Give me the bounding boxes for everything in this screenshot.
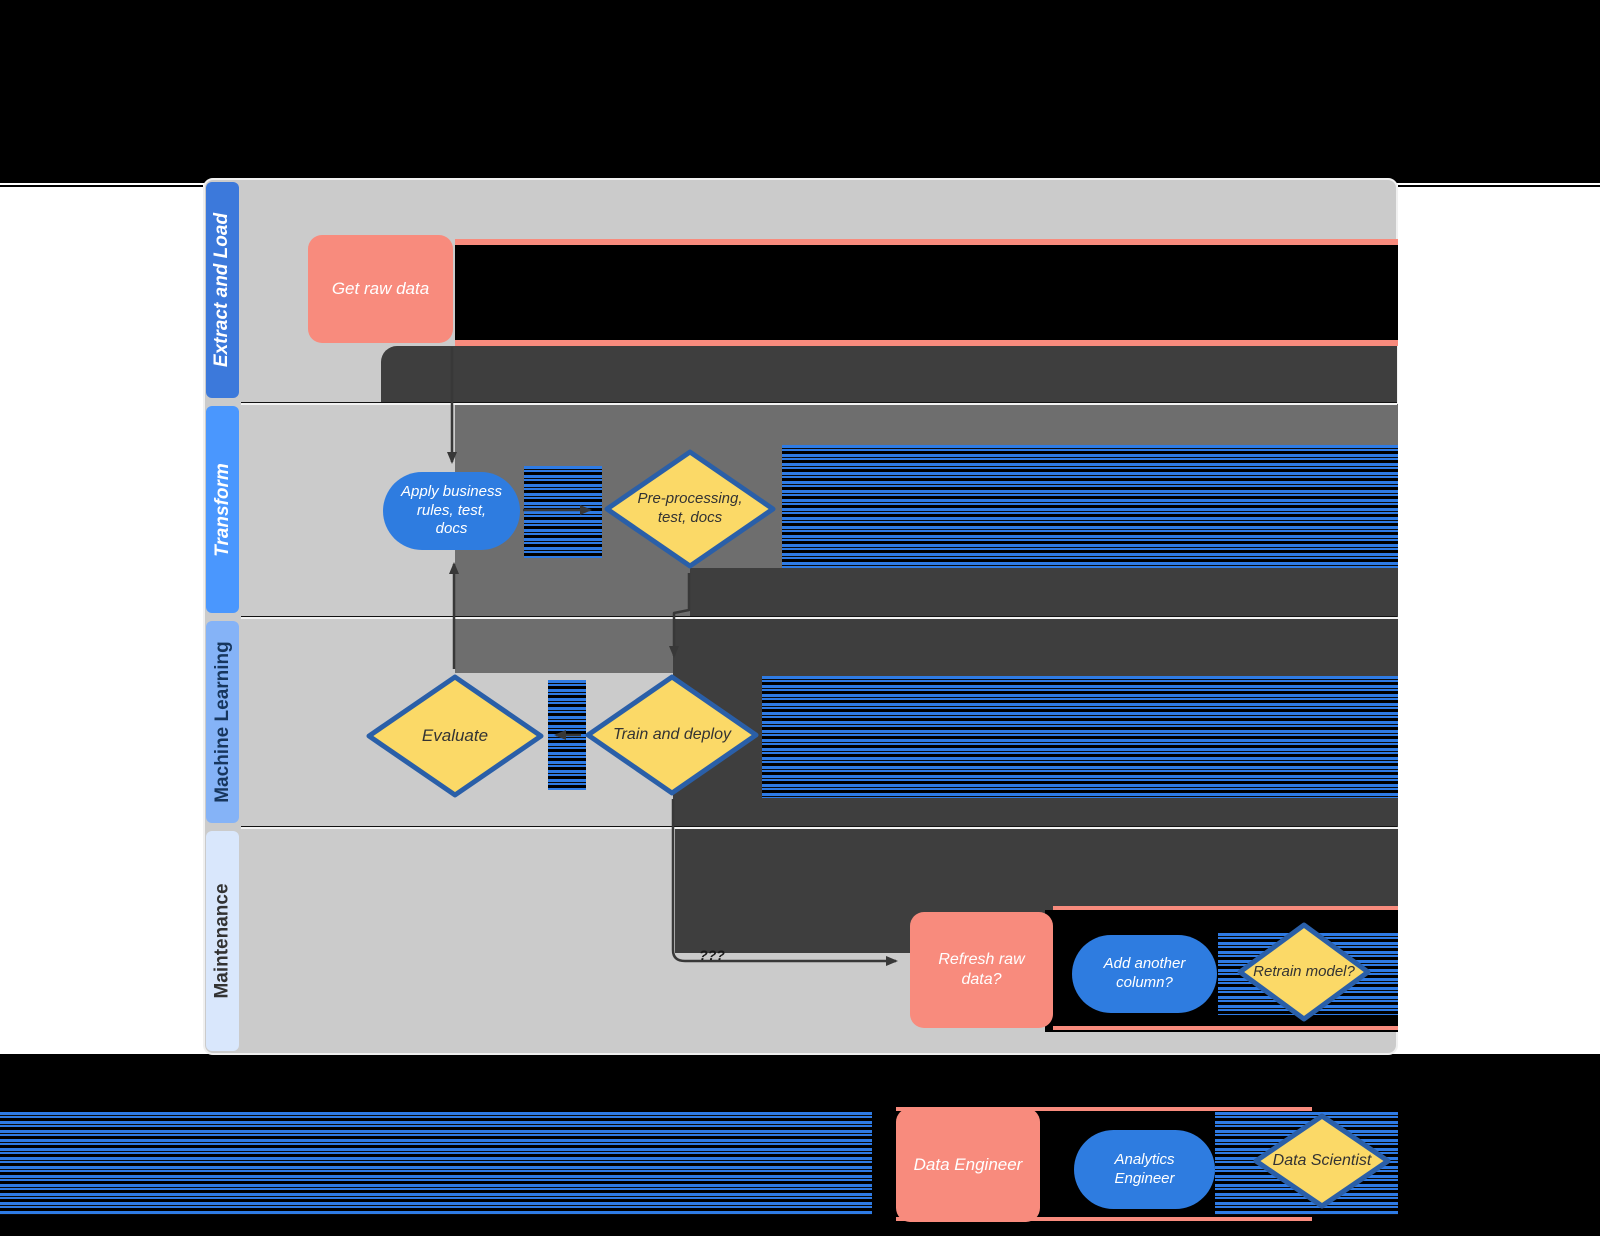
glitch-charcoal-strip-lane2 <box>690 568 1398 617</box>
node-apply-business-rules: Apply business rules, test, docs <box>383 472 520 550</box>
left-margin-line <box>0 185 203 187</box>
glitch-salmon-stripe-legend <box>896 1217 1312 1221</box>
glitch-blue-stripes-lane2-left <box>524 466 602 558</box>
node-pre-processing: Pre-processing, test, docs <box>603 448 777 570</box>
lane-separator <box>241 402 1397 405</box>
lane-label-text: Extract and Load <box>211 212 233 368</box>
glitch-blue-stripes-lane2 <box>782 445 1398 568</box>
node-label: Evaluate <box>421 726 489 746</box>
node-refresh-raw-data: Refresh raw data? <box>910 912 1053 1028</box>
lane-label-text: Maintenance <box>211 883 233 999</box>
legend-label: Data Scientist <box>1272 1152 1372 1169</box>
glitch-black-block-lane1 <box>455 245 1398 340</box>
node-label: Get raw data <box>331 279 430 299</box>
glitch-salmon-stripe <box>1053 1026 1398 1030</box>
node-label: Apply business rules, test, docs <box>401 482 502 538</box>
node-add-another-column: Add another column? <box>1072 935 1217 1013</box>
lane-label-maintenance: Maintenance <box>206 831 239 1051</box>
legend-label: Data Engineer <box>913 1155 1023 1175</box>
node-label: Pre-processing, test, docs <box>637 490 743 526</box>
glitch-charcoal-block-lane1 <box>381 346 1397 404</box>
diamond-shape <box>585 674 759 796</box>
lane-label-transform: Transform <box>206 406 239 613</box>
top-black-band <box>0 0 1600 183</box>
diamond-shape <box>366 674 544 798</box>
glitch-salmon-stripe <box>1053 906 1398 910</box>
legend-label: Analytics Engineer <box>1114 1150 1175 1187</box>
node-retrain-model: Retrain model? <box>1236 921 1372 1023</box>
legend-analytics-engineer: Analytics Engineer <box>1074 1130 1215 1209</box>
lane-separator <box>241 826 1397 829</box>
node-evaluate: Evaluate <box>365 673 545 799</box>
diamond-shape <box>1237 922 1371 1022</box>
diamond-shape <box>604 449 776 569</box>
lane-label-extract-and-load: Extract and Load <box>206 182 239 398</box>
connector-question-label: ??? <box>699 947 725 963</box>
lane-label-text: Machine Learning <box>211 641 233 803</box>
node-train-and-deploy: Train and deploy <box>584 673 760 797</box>
glitch-salmon-stripe <box>455 239 1398 245</box>
lane-label-text: Transform <box>211 462 233 557</box>
node-label: Refresh raw data? <box>938 951 1025 988</box>
node-label: Add another column? <box>1103 955 1186 991</box>
glitch-gray-block-lane3 <box>455 619 673 673</box>
lane-separator <box>241 616 1397 619</box>
lane-label-machine-learning: Machine Learning <box>206 621 239 823</box>
node-label: Retrain model? <box>1253 962 1355 980</box>
glitch-blue-stripes-lane3 <box>762 676 1398 798</box>
diamond-shape <box>1253 1113 1391 1209</box>
glitch-blue-stripes-between-diamonds <box>548 680 586 790</box>
node-label: Train and deploy <box>613 726 731 743</box>
right-margin-line <box>1398 185 1600 187</box>
node-get-raw-data: Get raw data <box>308 235 453 343</box>
legend-data-scientist: Data Scientist <box>1252 1112 1392 1210</box>
glitch-salmon-stripe <box>455 340 1398 346</box>
glitch-blue-stripes-legend-left <box>0 1112 872 1215</box>
legend-data-engineer: Data Engineer <box>896 1108 1040 1222</box>
glitch-salmon-stripe-legend <box>896 1107 1312 1111</box>
